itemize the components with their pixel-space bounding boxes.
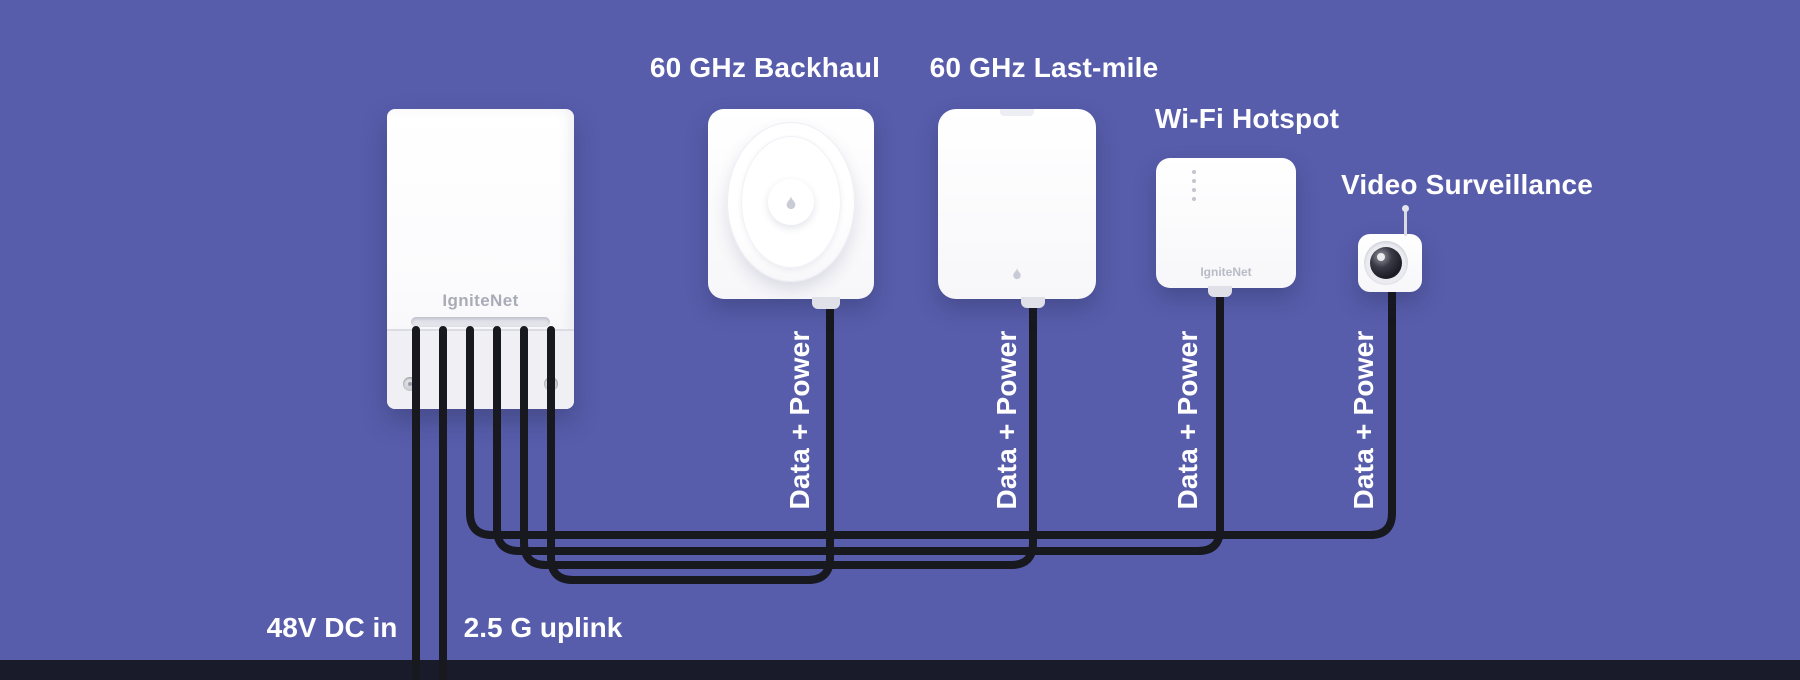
footer-strip: [0, 660, 1800, 680]
backhaul-cable-connector: [812, 297, 840, 309]
label-uplink: 2.5 G uplink: [463, 612, 623, 643]
lastmile-cable-connector: [1021, 297, 1045, 308]
label-wifi-hotspot: Wi-Fi Hotspot: [1154, 103, 1340, 134]
label-60ghz-last-mile: 60 GHz Last-mile: [929, 52, 1159, 83]
switch-brand-logo: IgniteNet: [442, 291, 519, 310]
cable-camera: [466, 264, 1396, 539]
lastmile-top-notch: [1000, 109, 1034, 116]
camera-lens-icon: [1370, 247, 1402, 279]
led-indicators-icon: [1192, 170, 1196, 201]
cable-label-hotspot: Data + Power: [1172, 330, 1203, 510]
cable-last-mile: [520, 268, 1037, 569]
flame-logo-icon: [1007, 263, 1027, 283]
cable-label-last-mile: Data + Power: [991, 330, 1022, 510]
device-wifi-hotspot: IgniteNet: [1156, 158, 1296, 297]
hotspot-cable-connector: [1208, 286, 1232, 297]
device-60ghz-backhaul: [708, 109, 874, 309]
label-video-surveillance: Video Surveillance: [1340, 169, 1594, 200]
cable-backhaul: [547, 268, 834, 584]
label-60ghz-backhaul: 60 GHz Backhaul: [649, 52, 881, 83]
cable-label-backhaul: Data + Power: [784, 330, 815, 510]
camera-antenna: [1402, 205, 1409, 236]
backhaul-dish: [727, 122, 855, 282]
device-60ghz-last-mile: [938, 109, 1096, 308]
flame-logo-icon: [786, 195, 796, 209]
device-video-camera: [1358, 205, 1422, 292]
switch-port-slot: [411, 317, 550, 327]
label-dc-in: 48V DC in: [266, 612, 398, 643]
backhaul-hub: [768, 179, 814, 225]
cable-label-camera: Data + Power: [1348, 330, 1379, 510]
cable-hotspot: [493, 258, 1224, 555]
camera-lens-ring: [1364, 241, 1408, 285]
hotspot-brand-logo: IgniteNet: [1200, 265, 1252, 279]
